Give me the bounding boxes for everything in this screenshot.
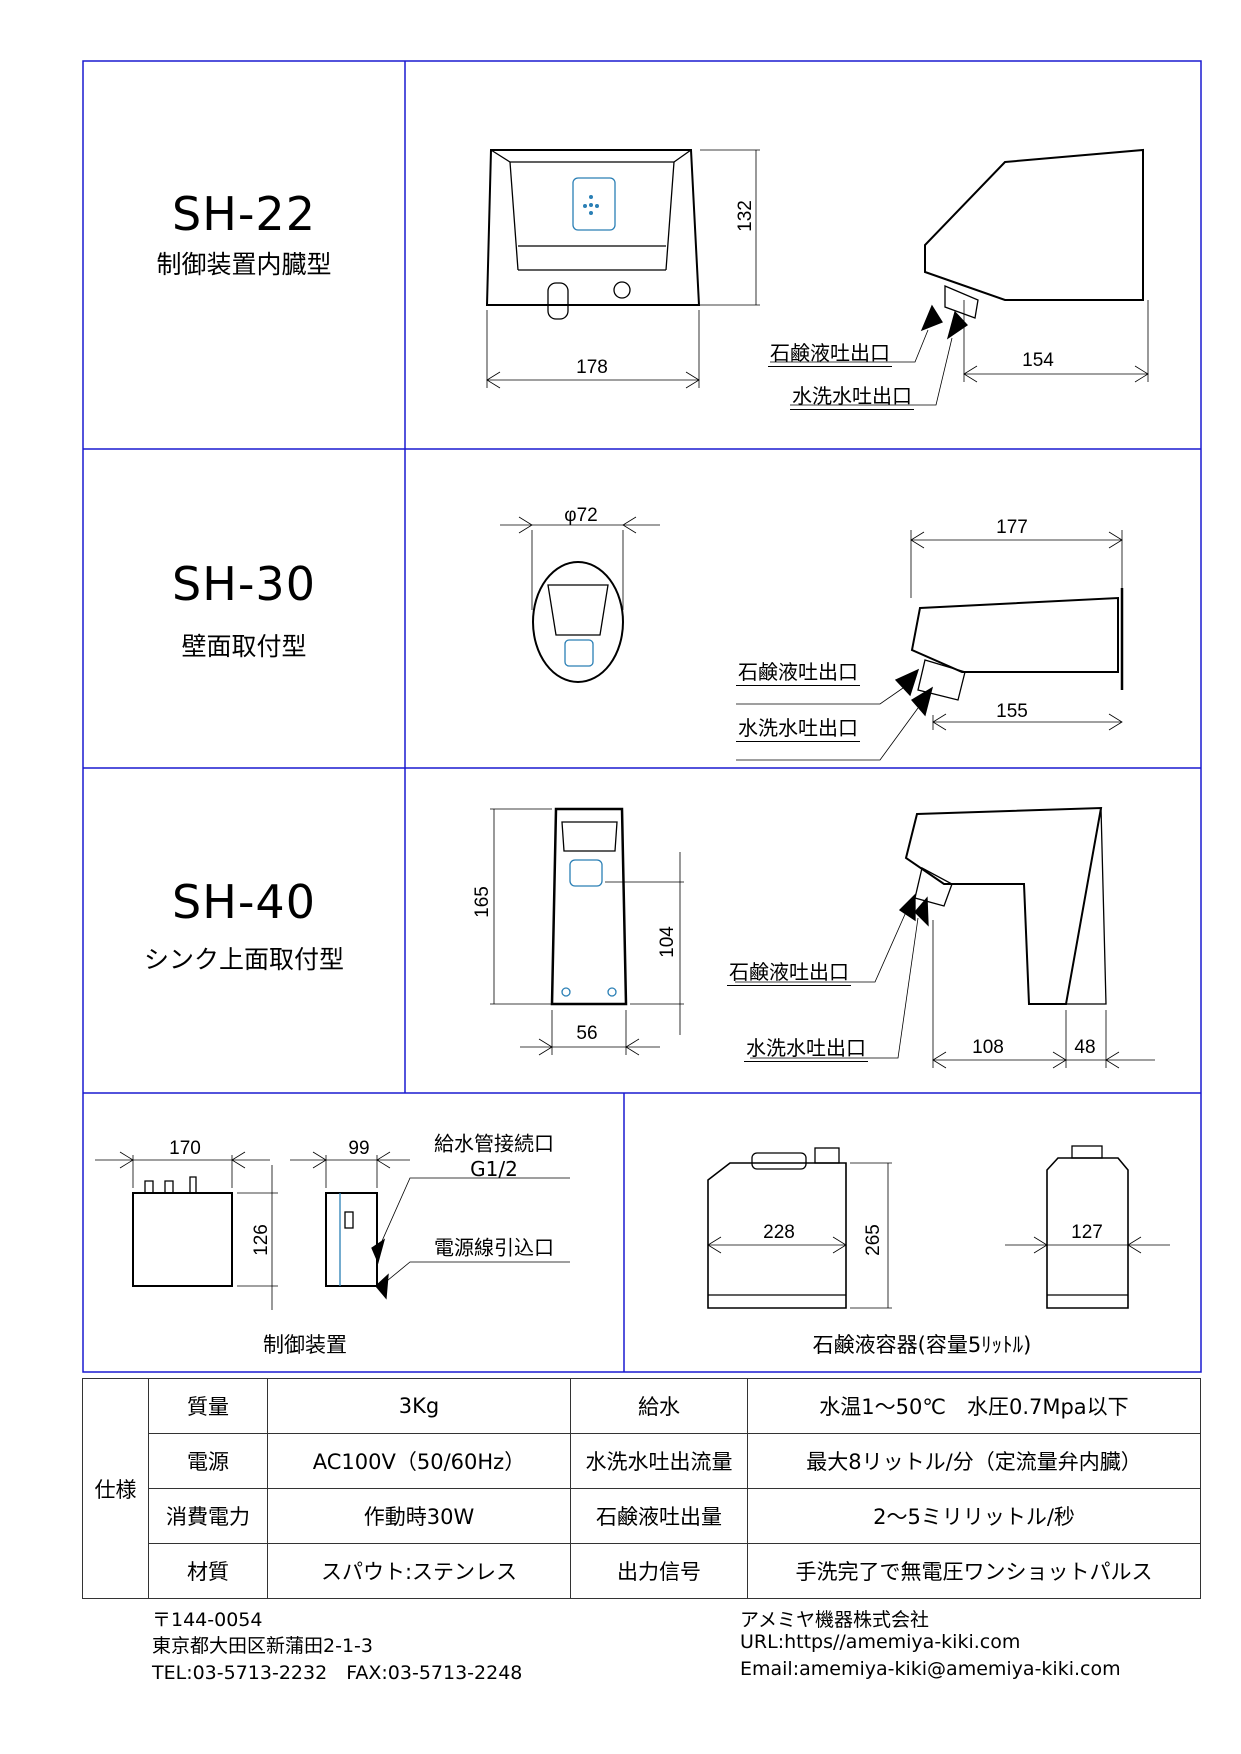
spec-key: 水洗水吐出流量 — [570, 1433, 748, 1489]
sh22-dim-width: 178 — [576, 357, 608, 378]
spec-value: 最大8リットル/分（定流量弁内臓） — [747, 1433, 1201, 1489]
spec-value: AC100V（50/60Hz） — [267, 1433, 571, 1489]
sh22-subtitle: 制御装置内臓型 — [156, 250, 332, 279]
footer-postal-code: 〒144-0054 — [152, 1609, 263, 1631]
spec-key: 出力信号 — [570, 1543, 748, 1599]
footer-phone-fax: TEL:03-5713-2232 FAX:03-5713-2248 — [152, 1662, 523, 1684]
spec-key: 給水 — [570, 1378, 748, 1434]
sh30-dim-length: 177 — [996, 517, 1028, 538]
spec-value: 水温1～50℃ 水圧0.7Mpa以下 — [747, 1378, 1201, 1434]
spec-table: 仕様 質量 3Kg 給水 水温1～50℃ 水圧0.7Mpa以下 電源 AC100… — [82, 1378, 1201, 1599]
control-unit-drawing — [95, 1151, 570, 1310]
spec-value: 作動時30W — [267, 1488, 571, 1544]
spec-heading: 仕様 — [82, 1378, 149, 1599]
container-caption: 石鹸液容器(容量5ﾘｯﾄﾙ) — [812, 1333, 1032, 1357]
sh40-label-water-outlet: 水洗水吐出口 — [744, 1032, 868, 1062]
control-label-inlet: 給水管接続口 — [434, 1131, 554, 1156]
footer-company: アメミヤ機器株式会社 — [740, 1609, 930, 1631]
spec-key: 石鹸液吐出量 — [570, 1488, 748, 1544]
sh40-model-name: SH-40 — [172, 875, 316, 929]
sh30-dim-diameter: φ72 — [564, 505, 598, 526]
table-row: 消費電力 作動時30W 石鹸液吐出量 2～5ミリリットル/秒 — [83, 1488, 1201, 1544]
sh22-front-view — [485, 149, 760, 389]
spec-value: 2～5ミリリットル/秒 — [747, 1488, 1201, 1544]
sh30-subtitle: 壁面取付型 — [181, 632, 307, 661]
spec-value: 手洗完了で無電圧ワンショットパルス — [747, 1543, 1201, 1599]
spec-value: 3Kg — [267, 1378, 571, 1434]
sh30-dim-reach: 155 — [996, 701, 1028, 722]
container-dim-height: 265 — [863, 1224, 884, 1256]
table-row: 仕様 質量 3Kg 給水 水温1～50℃ 水圧0.7Mpa以下 — [82, 1378, 1201, 1599]
footer-url-link[interactable]: URL:https//amemiya-kiki.com — [740, 1631, 1021, 1653]
spec-key: 消費電力 — [148, 1488, 268, 1544]
control-caption: 制御装置 — [263, 1333, 347, 1357]
sh40-subtitle: シンク上面取付型 — [143, 945, 345, 974]
sh22-dim-height: 132 — [735, 200, 756, 232]
container-dim-depth: 127 — [1071, 1222, 1103, 1243]
sh40-dim-width: 56 — [576, 1023, 598, 1044]
sh30-side-view — [736, 530, 1124, 761]
control-label-inlet-size: G1/2 — [470, 1157, 518, 1181]
sh40-dim-base: 48 — [1074, 1037, 1096, 1058]
sh30-label-soap-outlet: 石鹸液吐出口 — [736, 656, 860, 686]
sh22-label-soap-outlet: 石鹸液吐出口 — [768, 337, 892, 367]
sh30-front-view — [500, 516, 660, 683]
spec-key: 電源 — [148, 1433, 268, 1489]
footer-email-link[interactable]: Email:amemiya-kiki@amemiya-kiki.com — [740, 1658, 1121, 1680]
sh40-dim-reach: 108 — [972, 1037, 1004, 1058]
spec-key: 質量 — [148, 1378, 268, 1434]
soap-container-drawing — [707, 1145, 1170, 1309]
sh40-dim-height: 165 — [472, 886, 493, 918]
table-row: 電源 AC100V（50/60Hz） 水洗水吐出流量 最大8リットル/分（定流量… — [83, 1433, 1201, 1489]
control-dim-height: 126 — [251, 1224, 272, 1256]
sh30-label-water-outlet: 水洗水吐出口 — [736, 712, 860, 742]
sh40-dim-spout-height: 104 — [657, 926, 678, 958]
sh22-side-view — [770, 148, 1149, 406]
spec-value: スパウト:ステンレス — [267, 1543, 571, 1599]
container-dim-width: 228 — [763, 1222, 795, 1243]
sh40-front-view — [490, 807, 684, 1056]
control-dim-width: 170 — [169, 1138, 201, 1159]
sh22-model-name: SH-22 — [172, 187, 316, 241]
table-row: 材質 スパウト:ステンレス 出力信号 手洗完了で無電圧ワンショットパルス — [83, 1543, 1201, 1599]
control-label-power: 電源線引込口 — [434, 1235, 554, 1260]
sh22-dim-depth: 154 — [1022, 350, 1054, 371]
sh22-label-water-outlet: 水洗水吐出口 — [790, 380, 914, 410]
control-dim-depth: 99 — [348, 1138, 370, 1159]
section-frame — [82, 60, 1202, 1373]
sh40-label-soap-outlet: 石鹸液吐出口 — [727, 956, 851, 986]
sh40-side-view — [735, 806, 1155, 1069]
spec-key: 材質 — [148, 1543, 268, 1599]
sh30-model-name: SH-30 — [172, 557, 316, 611]
footer-address: 東京都大田区新蒲田2-1-3 — [152, 1635, 373, 1657]
